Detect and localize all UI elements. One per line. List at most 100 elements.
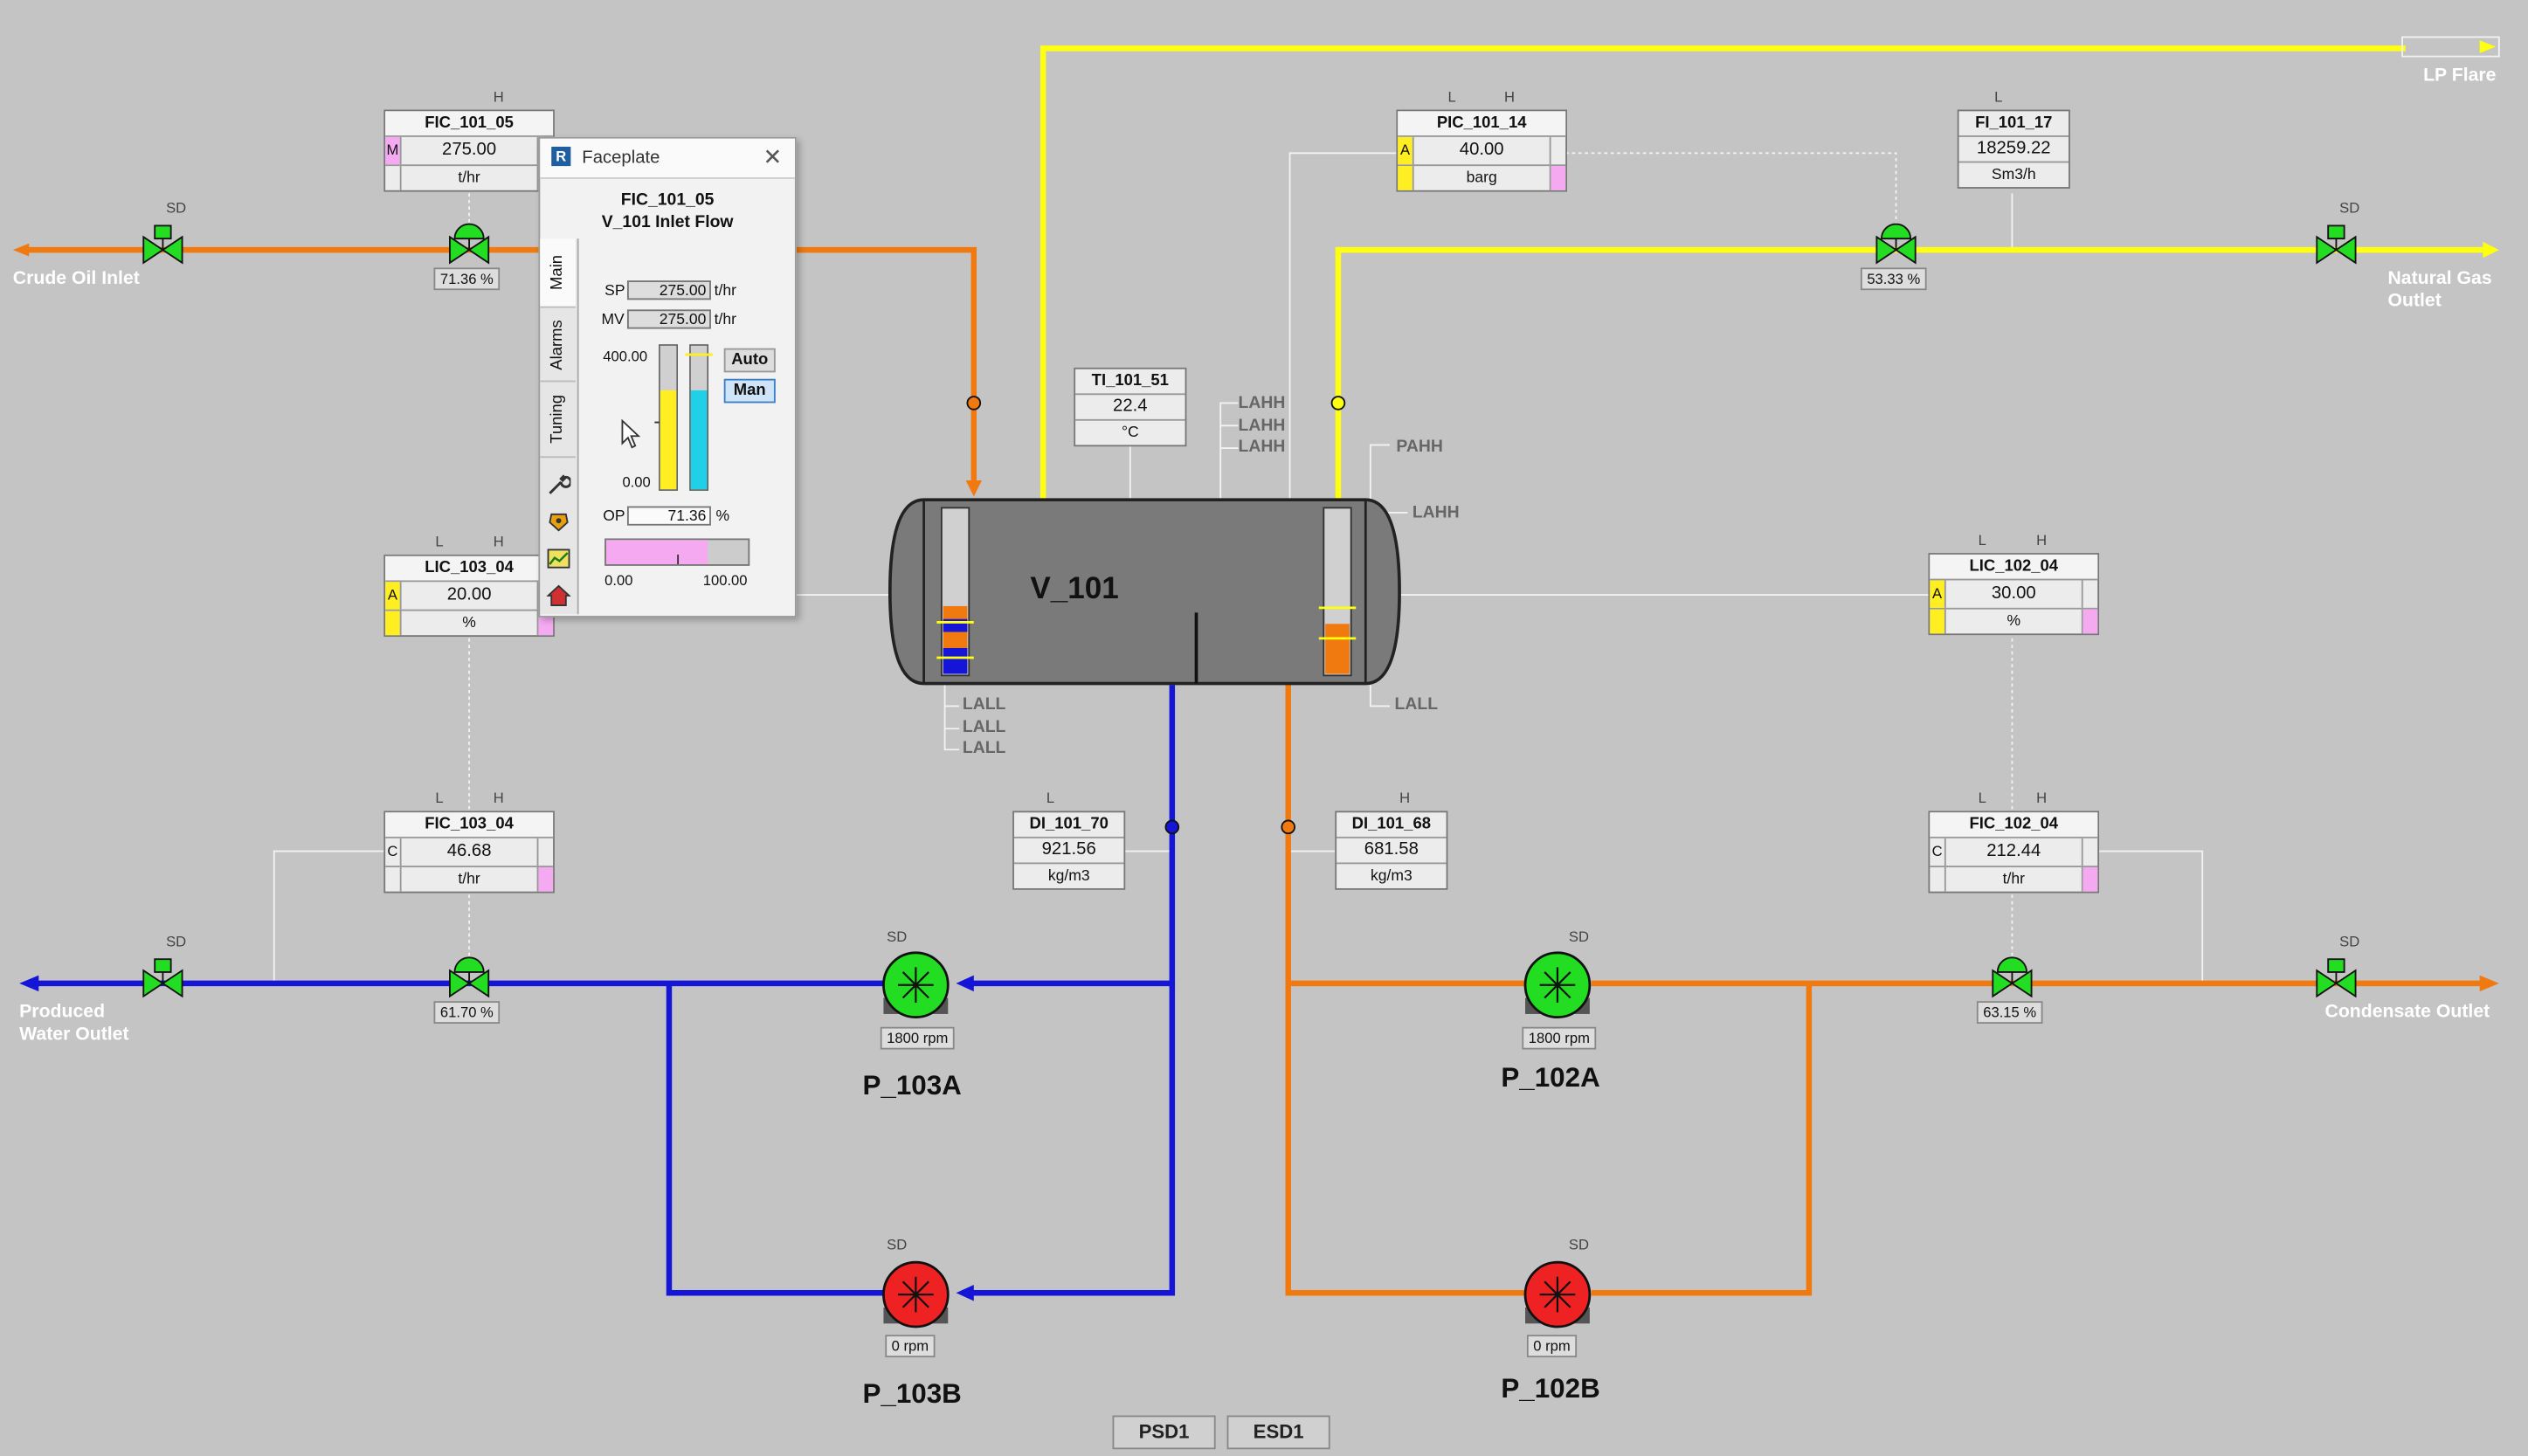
faceplate-title: Faceplate: [582, 148, 660, 168]
mode-spacer: [385, 867, 400, 892]
process-value: 921.56: [1013, 838, 1124, 865]
low-limit-marker: L: [1978, 532, 1986, 549]
op-label: OP: [603, 507, 625, 526]
op-max: 100.00: [702, 572, 748, 589]
mode-spacer: [1930, 609, 1944, 634]
valve-fcv-101-05[interactable]: [449, 223, 490, 265]
sp-input[interactable]: 275.00: [626, 280, 711, 300]
process-value: 46.68: [399, 838, 539, 866]
esd1-button[interactable]: ESD1: [1226, 1415, 1330, 1450]
indicator-di-101-68[interactable]: DI_101_68 681.58 kg/m3: [1335, 811, 1448, 890]
sd-label: SD: [1568, 928, 1589, 945]
faceplate-titlebar[interactable]: R Faceplate ✕: [540, 138, 795, 179]
high-limit-marker: H: [2036, 532, 2048, 549]
process-value: 18259.22: [1958, 137, 2069, 163]
faceplate-tabs: Main Alarms Tuning: [540, 238, 579, 615]
output-bar: [538, 838, 553, 866]
low-limit-marker: L: [1994, 88, 2003, 105]
indicator-ti-101-51[interactable]: TI_101_51 22.4 °C: [1074, 367, 1187, 447]
mode-indicator: C: [387, 843, 398, 859]
mv-bar: [690, 390, 708, 490]
indicator-di-101-70[interactable]: DI_101_70 921.56 kg/m3: [1012, 811, 1126, 890]
natural-gas-outlet-label: Natural Gas Outlet: [2387, 267, 2491, 313]
tab-tuning[interactable]: Tuning: [540, 382, 576, 459]
high-limit-marker: H: [493, 533, 504, 550]
process-value: 20.00: [399, 582, 539, 610]
output-bar: [1551, 166, 1566, 190]
lall-alarm: LALL: [1394, 694, 1439, 714]
indicator-fi-101-17[interactable]: FI_101_17 18259.22 Sm3/h: [1957, 109, 2070, 189]
pump-p103a[interactable]: [882, 951, 950, 1019]
op-input[interactable]: 71.36: [626, 506, 711, 526]
sp-unit: t/hr: [714, 281, 736, 300]
sdv-water-outlet[interactable]: [142, 958, 183, 998]
close-icon[interactable]: ✕: [763, 143, 783, 169]
lall-alarm: LALL: [962, 694, 1006, 714]
pump-p103b-name: P_103B: [862, 1378, 962, 1410]
mv-value: 275.00: [626, 309, 711, 329]
output-bar: [2082, 609, 2098, 634]
sd-label: SD: [887, 928, 908, 945]
faceplate-window[interactable]: R Faceplate ✕ FIC_101_05 V_101 Inlet Flo…: [538, 136, 797, 618]
produced-water-outlet-label: Produced Water Outlet: [19, 1001, 128, 1046]
tag-info-icon[interactable]: [547, 509, 571, 534]
sp-bar: [660, 390, 677, 490]
valve-fcv-103-04[interactable]: [449, 956, 490, 998]
pump-p103a-speed: 1800 rpm: [880, 1026, 955, 1050]
man-button[interactable]: Man: [723, 378, 776, 404]
auto-button[interactable]: Auto: [723, 348, 776, 373]
process-value: 30.00: [1944, 580, 2083, 608]
low-limit-marker: L: [1447, 88, 1456, 105]
home-icon[interactable]: [546, 583, 571, 608]
trend-icon[interactable]: [547, 547, 571, 571]
op-min: 0.00: [604, 572, 633, 589]
pump-p102a-speed: 1800 rpm: [1522, 1026, 1597, 1050]
faceplate-description: V_101 Inlet Flow: [601, 212, 734, 232]
sdv-condensate-outlet[interactable]: [2316, 958, 2357, 998]
low-limit-marker: L: [1978, 790, 1986, 806]
high-limit-marker: H: [1399, 790, 1411, 806]
tab-alarms[interactable]: Alarms: [540, 308, 576, 383]
valve-pcv-101-14[interactable]: [1875, 223, 1917, 265]
tag-name: LIC_103_04: [385, 555, 554, 583]
mode-spacer: [1398, 166, 1413, 190]
engineering-unit: %: [399, 611, 539, 636]
pump-p102b-name: P_102B: [1501, 1373, 1600, 1404]
tag-name: FIC_103_04: [385, 812, 554, 838]
tag-name: FI_101_17: [1958, 111, 2069, 137]
tab-main-label: Main: [549, 254, 567, 290]
tab-main[interactable]: Main: [540, 238, 576, 308]
valve-position-fcv-103-04: 61.70 %: [433, 1001, 501, 1025]
pump-p103b[interactable]: [882, 1260, 950, 1328]
natural-gas-outlet-line1: Natural Gas: [2387, 269, 2492, 289]
sdv-crude-inlet[interactable]: [142, 224, 183, 265]
vessel-v101[interactable]: [888, 498, 1401, 686]
pump-p102b[interactable]: [1523, 1260, 1592, 1328]
bargraph: [654, 344, 713, 491]
wrench-icon[interactable]: [547, 473, 571, 497]
low-limit-marker: L: [1046, 790, 1055, 806]
pump-p102a[interactable]: [1523, 951, 1592, 1019]
engineering-unit: barg: [1412, 166, 1551, 190]
sdv-gas-outlet[interactable]: [2316, 224, 2357, 265]
psd1-button[interactable]: PSD1: [1112, 1415, 1216, 1450]
valve-position-fcv-102-04: 63.15 %: [1976, 1001, 2043, 1025]
app-logo-icon: R: [551, 146, 571, 167]
sd-label: SD: [2339, 199, 2360, 217]
valve-fcv-102-04[interactable]: [1992, 956, 2033, 998]
engineering-unit: °C: [1121, 424, 1139, 442]
mv-label: MV: [601, 311, 625, 329]
op-bar: [604, 538, 750, 566]
pump-p103b-speed: 0 rpm: [885, 1335, 936, 1358]
mouse-cursor-icon: [621, 418, 641, 449]
engineering-unit: kg/m3: [1047, 866, 1090, 886]
tag-name: TI_101_51: [1075, 369, 1185, 396]
output-bar: [2082, 866, 2098, 892]
